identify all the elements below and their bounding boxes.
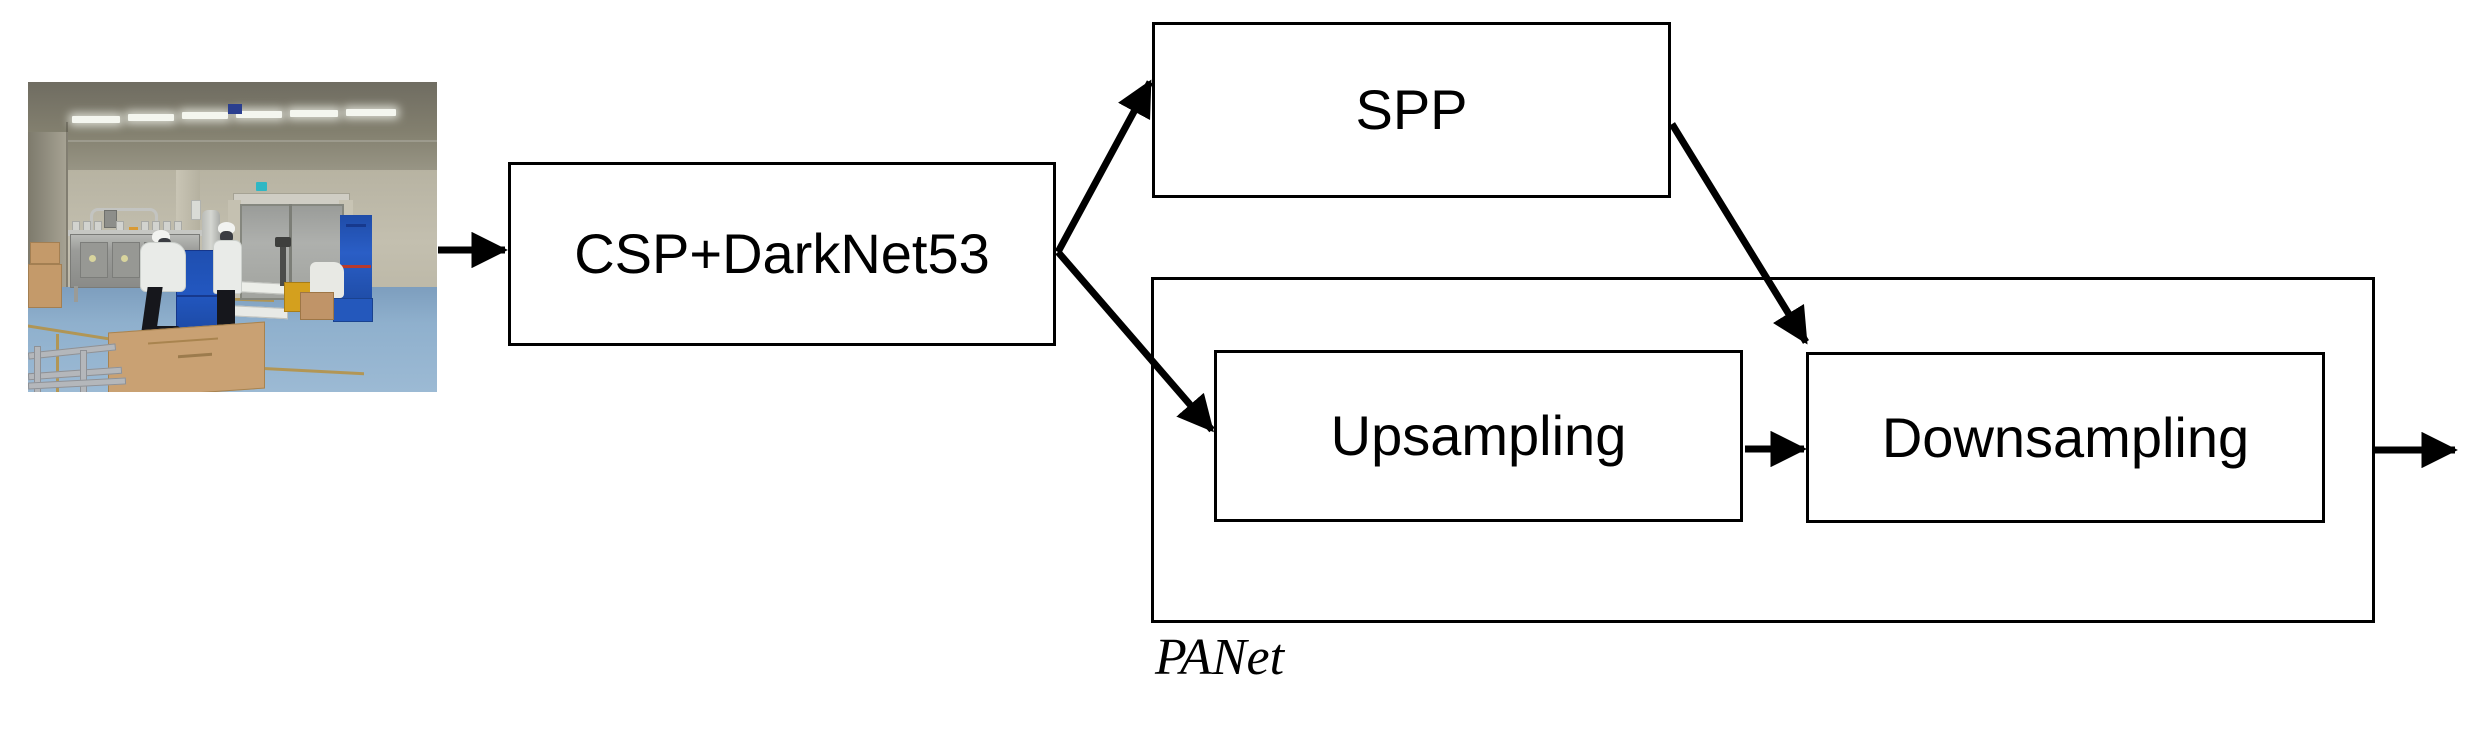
node-upsampling-label: Upsampling bbox=[1330, 404, 1627, 467]
node-spp[interactable]: SPP bbox=[1152, 22, 1671, 198]
photo-ceiling-light bbox=[72, 116, 120, 123]
photo-blue-cart-seam bbox=[176, 295, 232, 297]
photo-floor-marking bbox=[56, 334, 59, 392]
photo-ceiling bbox=[28, 82, 437, 174]
photo-ceiling-light bbox=[128, 114, 174, 121]
photo-worker-body bbox=[213, 240, 242, 294]
photo-ceiling-light bbox=[236, 111, 282, 118]
photo-blue-bin bbox=[333, 298, 373, 322]
photo-pallet-jack-handle bbox=[280, 240, 286, 286]
photo-worker-body bbox=[140, 242, 186, 292]
photo-bench-knob bbox=[89, 255, 96, 262]
node-downsampling-label: Downsampling bbox=[1881, 405, 2250, 469]
photo-carton bbox=[28, 264, 62, 308]
photo-ceiling-seam bbox=[28, 140, 437, 142]
photo-trolley-post bbox=[80, 350, 87, 392]
photo-bench-top bbox=[68, 230, 202, 236]
photo-pallet-jack-head bbox=[275, 237, 291, 247]
photo-wall-edge bbox=[66, 122, 68, 292]
node-backbone[interactable]: CSP+DarkNet53 bbox=[508, 162, 1056, 346]
photo-carton bbox=[30, 242, 60, 264]
photo-locker-slot bbox=[346, 224, 366, 227]
photo-exit-sign bbox=[256, 182, 267, 191]
node-spp-label: SPP bbox=[1355, 78, 1468, 141]
photo-door-split bbox=[289, 204, 292, 296]
photo-bench-knob bbox=[121, 255, 128, 262]
photo-locker-stripe bbox=[341, 265, 371, 268]
node-upsampling[interactable]: Upsampling bbox=[1214, 350, 1743, 522]
photo-blue-locker bbox=[340, 215, 372, 310]
photo-control-panel bbox=[104, 210, 117, 228]
photo-ceiling-sign bbox=[228, 104, 242, 114]
panet-caption: PANet bbox=[1155, 629, 1285, 686]
photo-dispenser bbox=[191, 200, 201, 220]
edge-backbone-to-spp bbox=[1054, 79, 1154, 254]
input-image bbox=[28, 82, 437, 392]
photo-trolley-post bbox=[34, 346, 41, 392]
photo-ceiling-light bbox=[346, 109, 396, 116]
photo-ceiling-light bbox=[182, 112, 228, 119]
photo-carton bbox=[300, 292, 334, 320]
node-backbone-label: CSP+DarkNet53 bbox=[574, 222, 990, 285]
node-downsampling[interactable]: Downsampling bbox=[1806, 352, 2325, 523]
photo-bench-leg bbox=[74, 286, 78, 302]
photo-ceiling-light bbox=[290, 110, 338, 117]
